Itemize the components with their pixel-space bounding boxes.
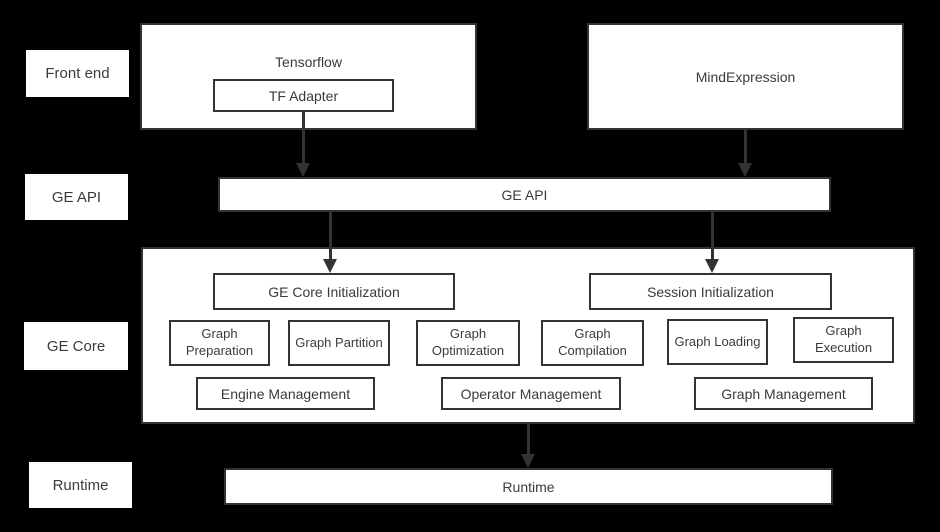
ge-core-initialization-box: GE Core Initialization (213, 273, 455, 310)
tf-adapter-box: TF Adapter (213, 79, 394, 112)
mindexpression-box: MindExpression (587, 23, 904, 130)
arrow-head-icon (738, 163, 752, 177)
arrow-head-icon (296, 163, 310, 177)
side-label-runtime: Runtime (29, 462, 132, 508)
arrow-ge-api-to-session-initialization (705, 212, 719, 273)
engine-management-box: Engine Management (196, 377, 375, 410)
side-label-ge-api: GE API (25, 174, 128, 220)
session-initialization-box: Session Initialization (589, 273, 832, 310)
graph-compilation-box: Graph Compilation (541, 320, 644, 366)
arrow-stem (710, 212, 714, 259)
graph-optimization-box: Graph Optimization (416, 320, 520, 366)
graph-loading-box: Graph Loading (667, 319, 768, 365)
arrow-head-icon (705, 259, 719, 273)
graph-management-box: Graph Management (694, 377, 873, 410)
arrow-stem (301, 112, 305, 163)
arrow-stem (743, 130, 747, 163)
arrow-tf-adapter-to-ge-api (296, 112, 310, 177)
tensorflow-label: Tensorflow (275, 54, 342, 70)
arrow-mindexpression-to-ge-api (738, 130, 752, 177)
mindexpression-label: MindExpression (695, 68, 796, 85)
arrow-ge-api-to-ge-core-initialization (323, 212, 337, 273)
arrow-head-icon (323, 259, 337, 273)
side-label-ge-core: GE Core (24, 322, 128, 370)
arrow-stem (526, 424, 530, 454)
graph-preparation-box: Graph Preparation (169, 320, 270, 366)
arrow-stem (328, 212, 332, 259)
side-label-front-end: Front end (26, 50, 129, 97)
arrow-ge-core-to-runtime (521, 424, 535, 468)
graph-execution-box: Graph Execution (793, 317, 894, 363)
ge-core-box: GE Core Initialization Session Initializ… (141, 247, 915, 424)
operator-management-box: Operator Management (441, 377, 621, 410)
tensorflow-box: Tensorflow TF Adapter (140, 23, 477, 130)
graph-partition-box: Graph Partition (288, 320, 390, 366)
runtime-bar: Runtime (224, 468, 833, 505)
ge-api-bar: GE API (218, 177, 831, 212)
arrow-head-icon (521, 454, 535, 468)
